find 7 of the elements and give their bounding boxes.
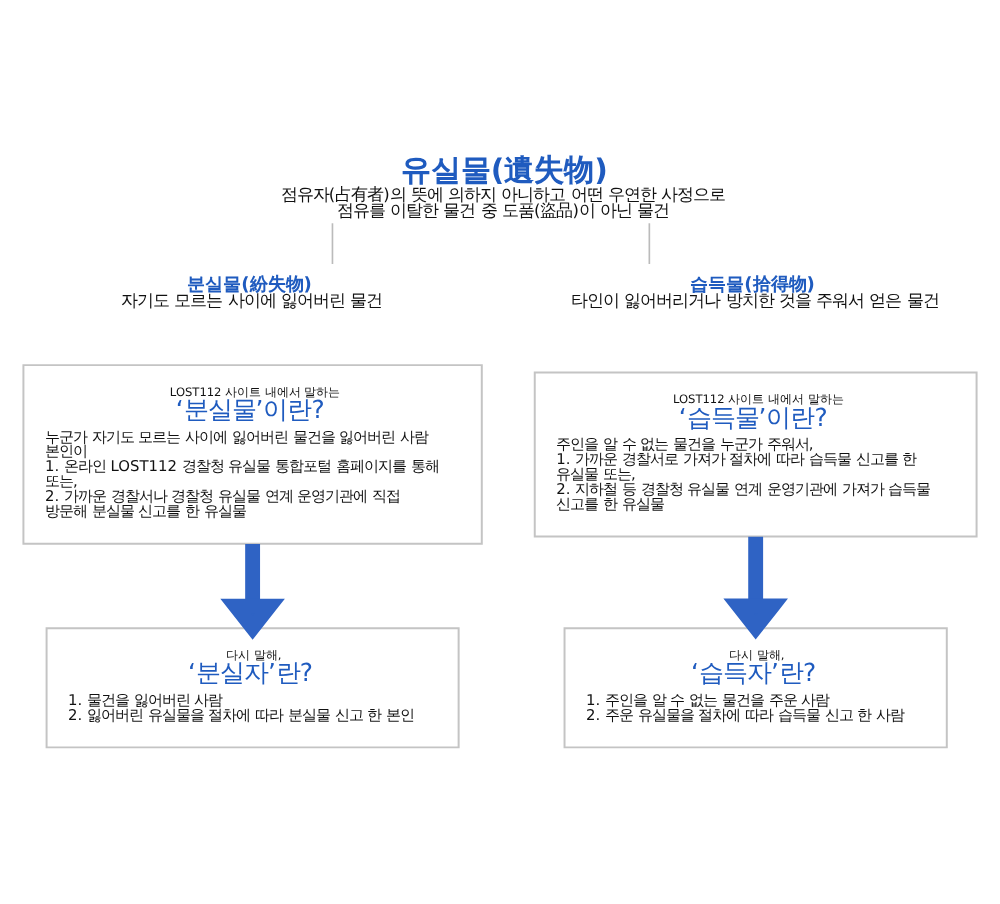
connector xyxy=(648,222,651,265)
node-text: 습득물(拾得物) 타인이 잃어버리거나 방치한 것을 주워서 얻은 물건 xyxy=(571,275,939,311)
node-text: 분실물(紛失物) 자기도 모르는 사이에 잃어버린 물건 xyxy=(121,275,383,311)
arrow xyxy=(220,544,285,640)
arrow xyxy=(723,536,788,640)
node-text: 유실물(遺失物) 점유자(占有者)의 뜻에 의하지 아니하고 어떤 우연한 사정으로 점유를 이탈한 물건 중 도품(盜品)이 아닌 물건 xyxy=(280,152,726,221)
connector xyxy=(331,222,334,265)
